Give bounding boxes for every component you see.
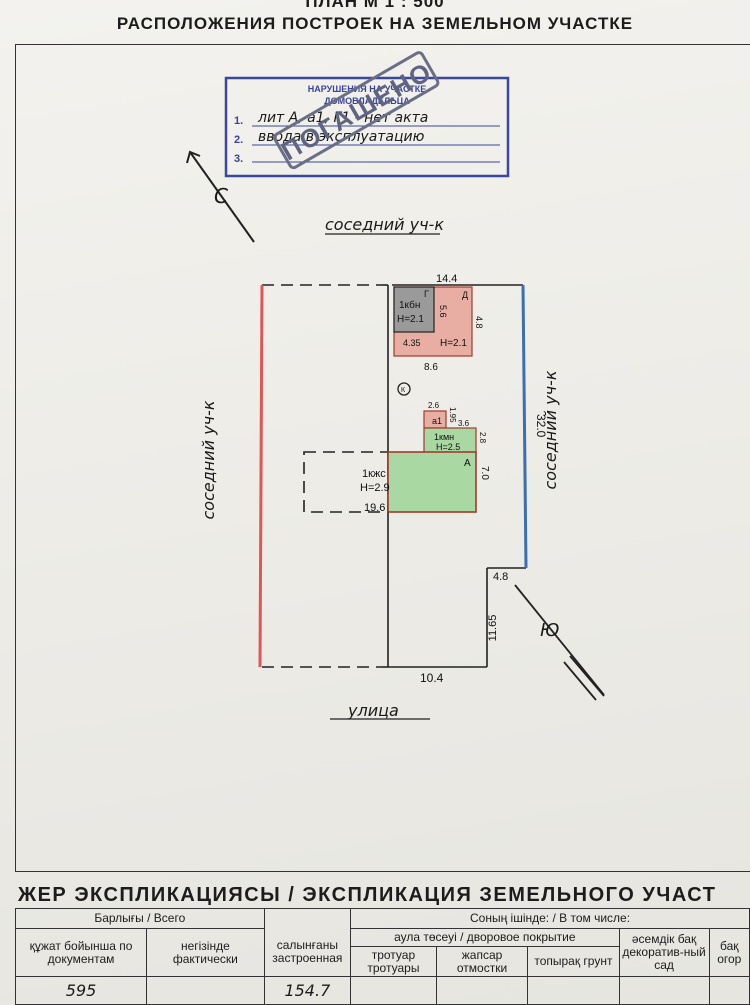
header-blind-area: жапсар отмостки bbox=[435, 946, 529, 977]
header-including: Соның ішінде: / В том числе: bbox=[350, 908, 750, 929]
header-yard: аула төсеуі / дворовое покрытие bbox=[350, 928, 620, 947]
a1-height-dim: 1.95 bbox=[448, 407, 457, 423]
a-label: 1кмн bbox=[434, 432, 454, 442]
stamp-item-1-num: 1. bbox=[234, 115, 243, 127]
lower-right-dim: 11.65 bbox=[487, 615, 499, 642]
house-height: Н=2.9 bbox=[360, 482, 390, 494]
header-actual: негізінде фактически bbox=[146, 928, 265, 977]
g1-label: 1кбн bbox=[399, 299, 420, 311]
annex-a: 1кмн Н=2.5 3.6 2.8 bbox=[423, 419, 487, 454]
annex-a1: а1 2.6 1.95 bbox=[423, 401, 457, 429]
header-built: салынғаны застроенная bbox=[263, 928, 352, 977]
violation-stamp: НАРУШЕНИЯ НА УЧАСТКЕ ДОМОВЛАДЕЛЬЦА 1. ли… bbox=[224, 51, 510, 178]
stamp-border bbox=[224, 76, 510, 178]
stamp-item-3-num: 3. bbox=[234, 153, 243, 165]
a1-width-dim: 2.6 bbox=[428, 401, 440, 410]
header-garden: әсемдік бақ декоратив-ный сад bbox=[618, 928, 710, 977]
house-width-dim: 19.6 bbox=[364, 502, 385, 514]
explication-title: ЖЕР ЭКСПЛИКАЦИЯСЫ / ЭКСПЛИКАЦИЯ ЗЕМЕЛЬНО… bbox=[18, 884, 717, 906]
site-plan-drawing: НАРУШЕНИЯ НА УЧАСТКЕ ДОМОВЛАДЕЛЬЦА 1. ли… bbox=[186, 51, 605, 720]
plan-frame bbox=[15, 44, 750, 872]
header-sidewalk: тротуар тротуары bbox=[350, 946, 437, 977]
house-label: 1кжс bbox=[362, 468, 386, 480]
a1-label: а1 bbox=[432, 416, 442, 426]
shed-depth-dim: 4.8 bbox=[474, 316, 484, 329]
stamp-heading-2: ДОМОВЛАДЕЛЬЦА bbox=[324, 96, 410, 106]
stamp-heading-1: НАРУШЕНИЯ НА УЧАСТКЕ bbox=[308, 84, 426, 94]
header-last: бақ огор bbox=[708, 928, 750, 977]
plan-subtitle: РАСПОЛОЖЕНИЯ ПОСТРОЕК НА ЗЕМЕЛЬНОМ УЧАСТ… bbox=[116, 14, 634, 33]
stamp-item-2-num: 2. bbox=[234, 134, 243, 146]
neighbor-left-group: соседний уч-к bbox=[199, 400, 218, 519]
g1-height: Н=2.1 bbox=[397, 314, 424, 325]
stamp-item-2-text: ввода в эксплуатацию bbox=[258, 129, 425, 145]
neighbor-right-group: соседний уч-к bbox=[541, 370, 560, 489]
g-bottom-dim: 4.35 bbox=[403, 338, 421, 348]
shed-width-dim: 8.6 bbox=[424, 362, 438, 373]
well-icon bbox=[397, 382, 411, 396]
g-mark: Г bbox=[424, 289, 429, 299]
south-label: Ю bbox=[540, 620, 559, 641]
a-width-dim: 3.6 bbox=[458, 419, 470, 428]
g-height: Н=2.1 bbox=[440, 338, 467, 349]
main-house: 1кжс Н=2.9 А 19.6 7.0 bbox=[303, 451, 490, 514]
top-dim: 14.4 bbox=[436, 273, 457, 285]
house-letter: А bbox=[464, 458, 471, 469]
outbuilding-g1 bbox=[393, 286, 435, 333]
right-dim: 32.0 bbox=[534, 414, 548, 438]
header-doc: құжат бойынша по документам bbox=[14, 928, 148, 977]
header-total: Барлығы / Всего bbox=[15, 908, 265, 929]
bottom-dim: 10.4 bbox=[420, 671, 444, 685]
neighbor-right-label: соседний уч-к bbox=[541, 370, 560, 489]
a-height-dim: 2.8 bbox=[478, 432, 487, 444]
left-boundary-red bbox=[258, 284, 264, 668]
neighbor-left-label: соседний уч-к bbox=[199, 400, 218, 519]
well-label: К bbox=[401, 387, 406, 394]
a-height: Н=2.5 bbox=[436, 442, 460, 452]
north-arrow: С bbox=[186, 150, 255, 243]
street-label: улица bbox=[347, 701, 399, 720]
house-depth-dim: 7.0 bbox=[479, 466, 490, 480]
step-dim: 4.8 bbox=[493, 571, 508, 583]
neighbor-top-label: соседний уч-к bbox=[325, 215, 444, 234]
outbuilding-g: 1кбн Н=2.1 Г Д Н=2.1 4.35 5.6 4.8 bbox=[393, 286, 484, 357]
value-built: 154.7 bbox=[263, 976, 352, 1005]
g-inner-dim: 5.6 bbox=[438, 305, 448, 318]
south-arrow: Ю bbox=[514, 584, 605, 701]
explication-table: Барлығы / Всего Соның ішінде: / В том чи… bbox=[14, 908, 750, 1005]
right-boundary-blue bbox=[521, 284, 528, 569]
g-letter: Д bbox=[462, 290, 468, 300]
plan-scale-title: ПЛАН М 1 : 500 bbox=[305, 0, 445, 11]
header-soil: топырақ грунт bbox=[527, 946, 620, 977]
value-doc: 595 bbox=[14, 976, 148, 1005]
north-label: С bbox=[214, 184, 228, 208]
